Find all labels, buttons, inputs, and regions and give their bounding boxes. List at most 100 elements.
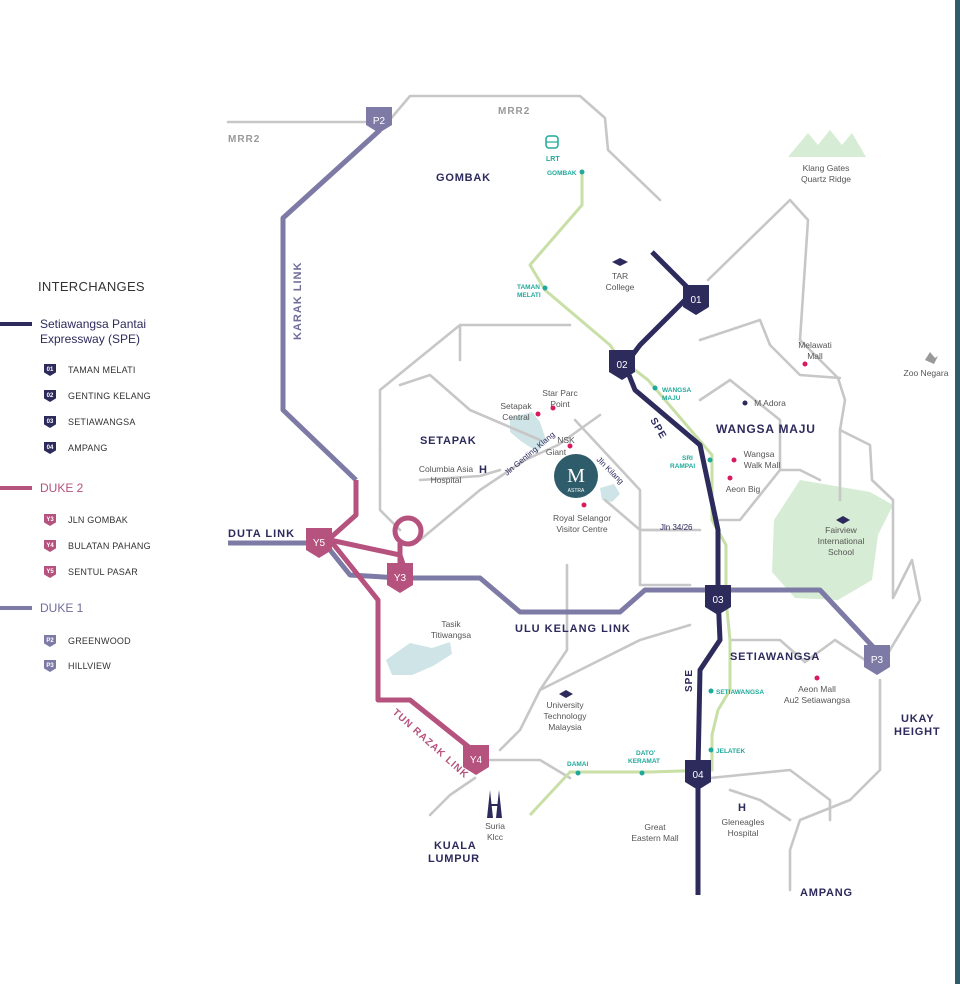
road-label-spe-a: SPE: [647, 416, 668, 441]
poi-label-klang-gates-2: Quartz Ridge: [801, 174, 851, 184]
badge-p3[interactable]: P3: [864, 645, 890, 675]
station-dato-keramat: [639, 770, 645, 776]
legend-badge-o3: 03: [44, 416, 56, 428]
duke1-ulu-kelang-link: [328, 548, 878, 652]
duke2-link-b: [328, 538, 472, 750]
station-setiawangsa: [708, 688, 714, 694]
poi-label-melawati-1: Melawati: [798, 340, 832, 350]
poi-label-fairview-3: School: [828, 547, 854, 557]
station-label-taman: TAMAN: [517, 284, 540, 291]
badge-o4[interactable]: 04: [685, 760, 711, 790]
badge-o1[interactable]: 01: [683, 285, 709, 315]
poi-label-nsk: NSK: [557, 435, 575, 445]
svg-text:ASTRA: ASTRA: [568, 488, 585, 494]
svg-text:Y5: Y5: [313, 538, 326, 549]
legend-duke1-line: [0, 606, 32, 610]
klang-gates-hills: [788, 130, 866, 157]
legend-item-o3: 03 SETIAWANGSA: [44, 416, 136, 428]
zoo-icon: [925, 352, 938, 364]
legend-badge-o4: 04: [44, 442, 56, 454]
badge-y5[interactable]: Y5: [306, 528, 332, 558]
legend-label-o4: AMPANG: [68, 443, 108, 453]
poi-label-fairview-2: International: [818, 536, 865, 546]
svg-text:01: 01: [690, 295, 702, 306]
legend-item-y5: Y5 SENTUL PASAR: [44, 566, 138, 578]
road-setiawangsa-east: [728, 638, 882, 672]
legend-spe-name: Setiawangsa Pantai Expressway (SPE): [40, 317, 147, 346]
poi-label-zoo: Zoo Negara: [904, 368, 949, 378]
poi-label-university-2: Technology: [543, 711, 587, 721]
poi-label-suria-2: Klcc: [487, 832, 504, 842]
twin-towers-icon: [487, 790, 502, 818]
poi-label-klang-gates-1: Klang Gates: [803, 163, 850, 173]
station-wangsa-maju: [652, 385, 658, 391]
legend-duke1-name: DUKE 1: [40, 601, 84, 615]
station-label-jelatek: JELATEK: [716, 748, 745, 755]
badge-o3[interactable]: 03: [705, 585, 731, 615]
area-lumpur: LUMPUR: [428, 853, 480, 865]
poi-label-giant: Giant: [546, 447, 567, 457]
badge-p2[interactable]: P2: [366, 107, 392, 133]
poi-label-tar-1: TAR: [612, 271, 628, 281]
legend-item-o2: 02 GENTING KELANG: [44, 390, 151, 402]
poi-label-tasik-2: Titiwangsa: [431, 630, 472, 640]
duke1-karak-link: [280, 128, 382, 482]
legend-duke2-name: DUKE 2: [40, 481, 84, 495]
poi-label-fairview-1: Fairview: [825, 525, 858, 535]
legend-item-y3: Y3 JLN GOMBAK: [44, 514, 128, 526]
road-label-karak: KARAK LINK: [292, 262, 304, 340]
road-label-spe-b: SPE: [684, 669, 695, 692]
area-setiawangsa: SETIAWANGSA: [730, 651, 820, 663]
poi-label-gleneagles-2: Hospital: [728, 828, 759, 838]
poi-label-aeon-mall-1: Aeon Mall: [798, 684, 836, 694]
poi-star-parc: [550, 405, 556, 411]
poi-label-setapak-central-1: Setapak: [500, 401, 532, 411]
legend-item-p2: P2 GREENWOOD: [44, 635, 131, 647]
legend-label-y4: BULATAN PAHANG: [68, 541, 151, 551]
station-damai: [575, 770, 581, 776]
poi-nsk: [567, 443, 573, 449]
spe-line-north: [650, 250, 692, 292]
poi-label-melawati-2: Mall: [807, 351, 823, 361]
road-ukl-bottom: [638, 528, 692, 587]
station-label-damai: DAMAI: [567, 761, 588, 768]
station-sri-rampai: [707, 457, 713, 463]
small-water: [600, 484, 620, 502]
legend-item-o4: 04 AMPANG: [44, 442, 108, 454]
poi-label-star-parc-2: Point: [550, 399, 570, 409]
legend-label-y3: JLN GOMBAK: [68, 515, 129, 525]
svg-text:03: 03: [712, 595, 724, 606]
road-label-jln-3426: Jln 34/26: [660, 523, 693, 532]
area-ukay: UKAY: [901, 713, 934, 725]
duke2-loop: [392, 515, 424, 547]
badge-y4[interactable]: Y4: [463, 745, 489, 775]
legend-spe-line: [0, 322, 32, 326]
poi-label-tasik-1: Tasik: [441, 619, 461, 629]
poi-label-aeon-mall-2: Au2 Setiawangsa: [784, 695, 850, 705]
badge-o2[interactable]: 02: [609, 350, 635, 380]
legend-item-y4: Y4 BULATAN PAHANG: [44, 540, 151, 552]
poi-label-aeon-big: Aeon Big: [726, 484, 761, 494]
tasik-titiwangsa-water: [386, 642, 452, 675]
station-taman-melati: [542, 285, 548, 291]
road-mrr2-east: [706, 198, 922, 672]
road-setapak-2: [398, 373, 542, 442]
poi-label-great-eastern-1: Great: [644, 822, 666, 832]
astra-logo: M ASTRA: [554, 454, 598, 498]
legend-badge-y4: Y4: [44, 540, 56, 552]
poi-setapak-central: [535, 411, 541, 417]
hospital-icon: H: [479, 464, 487, 476]
poi-label-m-adora: M Adora: [754, 398, 786, 408]
graduation-cap-icon: [559, 258, 850, 698]
badge-y3[interactable]: Y3: [387, 563, 413, 593]
legend-label-y5: SENTUL PASAR: [68, 567, 138, 577]
station-label-keramat: KERAMAT: [628, 758, 660, 765]
svg-text:M: M: [567, 465, 585, 487]
legend-label-o3: SETIAWANGSA: [68, 417, 136, 427]
station-label-sri: SRI: [682, 455, 693, 462]
svg-text:02: 02: [616, 360, 628, 371]
road-setapak-1: [378, 323, 572, 452]
poi-label-gleneagles-1: Gleneagles: [721, 817, 764, 827]
station-label-melati: MELATI: [517, 292, 541, 299]
poi-label-royal-selangor-2: Visitor Centre: [556, 524, 608, 534]
